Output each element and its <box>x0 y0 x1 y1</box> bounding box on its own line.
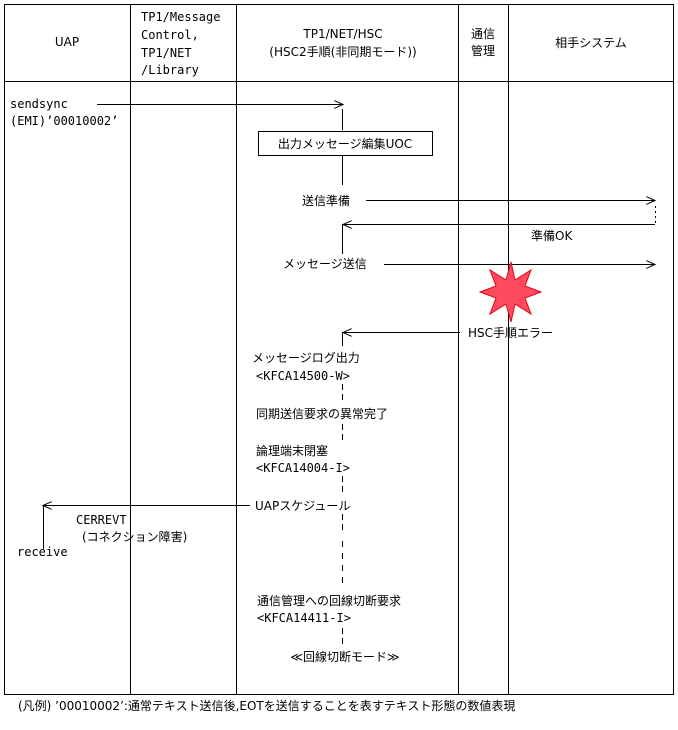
msg-send-label: メッセージ送信 <box>283 256 367 271</box>
error-burst-icon <box>478 261 543 323</box>
receive-label: receive <box>17 545 68 559</box>
sync-abnormal-label: 同期送信要求の異常完了 <box>256 406 388 421</box>
header-hsc-line1: TP1/NET/HSC <box>302 27 382 41</box>
header-comm-line1: 通信 <box>471 27 495 41</box>
log-output-label: メッセージログ出力 <box>252 351 360 365</box>
header-tp1-line2: Control, <box>141 28 199 42</box>
conn-fault-label: (コネクション障害) <box>82 529 187 544</box>
sendsync-args: (EMI)’00010002’ <box>10 114 118 128</box>
header-tp1-line4: /Library <box>141 63 199 77</box>
diagram-frame <box>4 4 674 695</box>
header-hsc-line2: (HSC2手順(非同期モード)) <box>269 45 416 59</box>
header-uap: UAP <box>55 35 79 49</box>
uoc-box <box>258 131 433 156</box>
cerrevt-label: CERREVT <box>76 513 127 527</box>
header-tp1-line1: TP1/Message <box>141 10 220 24</box>
uoc-label: 出力メッセージ編集UOC <box>278 136 412 151</box>
disconnect-mode-label: ≪回線切断モード≫ <box>290 649 399 664</box>
uap-schedule-label: UAPスケジュール <box>255 499 350 513</box>
column-separators <box>130 4 509 695</box>
prep-ok-label: 準備OK <box>531 228 573 243</box>
sendsync-label: sendsync <box>10 97 68 111</box>
disconnect-req-label: 通信管理への回線切断要求 <box>257 593 401 608</box>
header-tp1-line3: TP1/NET <box>141 46 192 60</box>
log-output-code: <KFCA14500-W> <box>256 369 350 383</box>
terminal-block-label: 論理端末閉塞 <box>256 443 328 458</box>
hsc-error-label: HSC手順エラー <box>468 326 553 340</box>
send-prep-label: 送信準備 <box>302 193 350 208</box>
terminal-block-code: <KFCA14004-I> <box>256 461 350 475</box>
disconnect-code: <KFCA14411-I> <box>257 611 351 625</box>
header-partner: 相手システム <box>555 36 627 50</box>
lifelines <box>43 109 656 694</box>
header-comm-line2: 管理 <box>471 43 495 58</box>
legend-note: (凡例) ’00010002’:通常テキスト送信後,EOTを送信することを表すテ… <box>18 699 516 713</box>
